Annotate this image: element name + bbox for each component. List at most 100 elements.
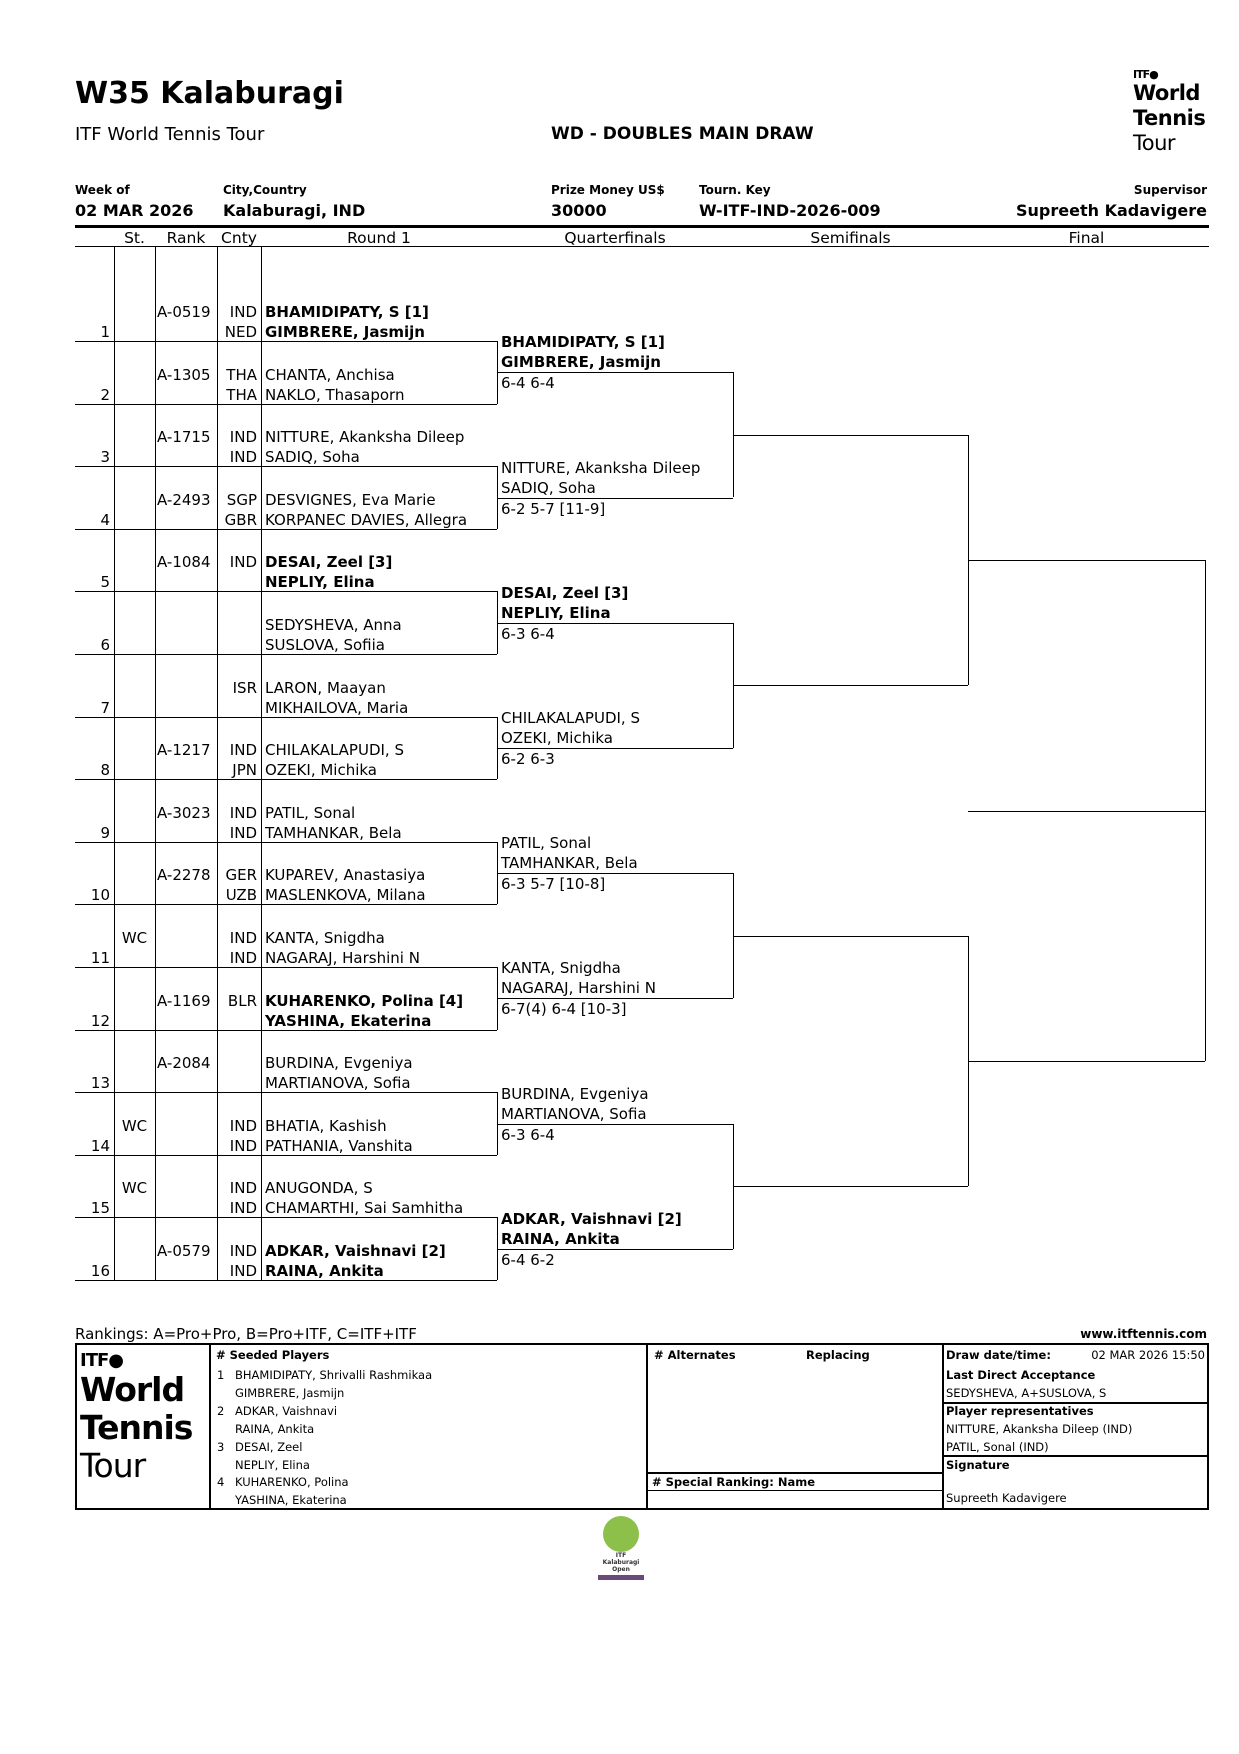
sponsor-logo-bar: [598, 1575, 644, 1580]
seeded-player: GIMBRERE, Jasmijn: [235, 1385, 345, 1400]
entry-country-1: [217, 615, 257, 635]
entry-line: [75, 591, 497, 593]
entry-rank: A-1217: [157, 741, 211, 760]
lda-value: SEDYSHEVA, A+SUSLOVA, S: [946, 1386, 1107, 1400]
col-semifinals: Semifinals: [810, 229, 891, 247]
entry-rank: A-3023: [157, 803, 211, 822]
rep-item: PATIL, Sonal (IND): [946, 1440, 1049, 1454]
entry-line: [75, 716, 497, 718]
sf-line: [733, 1186, 968, 1188]
seeded-player: NEPLIY, Elina: [235, 1457, 310, 1472]
col-st: St.: [124, 229, 145, 247]
entry-status: [114, 803, 155, 823]
footer-logo-world: World: [80, 1370, 185, 1409]
reps-label: Player representatives: [946, 1404, 1094, 1418]
entry-player-1: BURDINA, Evgeniya: [265, 1054, 413, 1073]
entry-country-1: IND: [229, 803, 257, 822]
entry-country-1: IND: [229, 428, 257, 447]
sf-line: [733, 935, 968, 937]
draw-date-label: Draw date/time:: [946, 1348, 1051, 1362]
alternates-header: # Alternates: [654, 1348, 736, 1362]
entry-status: WC: [121, 1116, 148, 1135]
entry-country-1: IND: [229, 1116, 257, 1135]
tourn-key-label: Tourn. Key: [699, 183, 771, 197]
seeded-player: RAINA, Ankita: [235, 1421, 315, 1436]
qf-player-1: NITTURE, Akanksha Dileep: [501, 458, 701, 477]
entry-player-2: NAGARAJ, Harshini N: [265, 949, 420, 967]
entry-country-2: [217, 698, 257, 718]
entry-country-2: IND: [229, 1199, 257, 1218]
entry-country-2: NED: [224, 323, 257, 341]
qf-player-1: ADKAR, Vaishnavi [2]: [501, 1209, 682, 1228]
qf-line: [497, 873, 733, 875]
sf-line: [733, 685, 968, 687]
entry-country-1: ISR: [232, 678, 257, 697]
entry-country-2: [217, 1011, 257, 1031]
entry-country-1: IND: [229, 1179, 257, 1198]
qf-line: [497, 622, 733, 624]
seeded-player: YASHINA, Ekaterina: [235, 1493, 347, 1508]
footer-divider: [209, 1343, 211, 1508]
column-divider: [155, 247, 156, 1280]
bracket-connector: [968, 434, 969, 686]
entry-line: [75, 841, 497, 843]
website-link[interactable]: www.itftennis.com: [1080, 1327, 1207, 1341]
draw-position: 6: [100, 636, 110, 654]
entry-country-1: BLR: [227, 991, 257, 1010]
city-value: Kalaburagi, IND: [223, 201, 366, 220]
entry-player-2: MIKHAILOVA, Maria: [265, 698, 409, 717]
seeded-player: BHAMIDIPATY, Shrivalli Rashmikaa: [235, 1368, 433, 1382]
entry-line: [75, 1217, 497, 1219]
entry-line: [75, 779, 497, 781]
entry-country-1: IND: [229, 303, 257, 321]
qf-player-1: BURDINA, Evgeniya: [501, 1084, 649, 1103]
entry-player-2: GIMBRERE, Jasmijn: [265, 323, 425, 341]
sponsor-logo: ITF Kalaburagi Open: [598, 1516, 644, 1586]
draw-position: 14: [90, 1136, 110, 1155]
entry-line: [75, 1029, 497, 1031]
col-cnty: Cnty: [221, 229, 257, 247]
tour-subtitle: ITF World Tennis Tour: [75, 124, 265, 145]
entry-status: [114, 740, 155, 760]
entry-line: [75, 1154, 497, 1156]
entry-rank: A-2278: [157, 866, 211, 885]
entry-country-1: IND: [229, 553, 257, 572]
entry-player-2: MARTIANOVA, Sofia: [265, 1074, 411, 1093]
entry-player-2: OZEKI, Michika: [265, 761, 378, 780]
qf-line: [497, 1123, 733, 1125]
rankings-note: Rankings: A=Pro+Pro, B=Pro+ITF, C=ITF+IT…: [75, 1325, 417, 1343]
qf-player-2: RAINA, Ankita: [501, 1229, 620, 1248]
entry-line: [75, 1280, 497, 1281]
entry-player-2: SUSLOVA, Sofiia: [265, 636, 385, 654]
entry-line: [75, 904, 497, 906]
logo-tennis: Tennis: [1133, 106, 1206, 130]
entry-player-2: CHAMARTHI, Sai Samhitha: [265, 1199, 464, 1218]
entry-player-1: DESVIGNES, Eva Marie: [265, 490, 436, 509]
footer-logo-itf: ITF●: [80, 1350, 124, 1371]
draw-position: 9: [100, 823, 110, 842]
tourn-key-value: W-ITF-IND-2026-009: [699, 201, 881, 220]
qf-player-1: DESAI, Zeel [3]: [501, 583, 629, 602]
entry-rank: A-1084: [157, 553, 211, 572]
entry-player-1: BHAMIDIPATY, S [1]: [265, 303, 429, 321]
entry-line: [75, 528, 497, 530]
special-ranking-header: # Special Ranking: Name: [652, 1475, 815, 1489]
bracket-connector: [497, 466, 498, 529]
qf-score: 6-4 6-2: [501, 1250, 555, 1269]
column-divider: [217, 247, 218, 1280]
entry-status: [114, 991, 155, 1011]
entry-country-2: IND: [229, 1262, 257, 1280]
entry-player-1: KANTA, Snigdha: [265, 929, 385, 947]
seeded-player: DESAI, Zeel: [235, 1439, 303, 1454]
entry-country-2: GBR: [224, 510, 257, 529]
footer-divider: [646, 1343, 648, 1508]
draw-position: 7: [100, 698, 110, 717]
special-ranking-divider: [646, 1472, 942, 1474]
column-header-divider: [75, 246, 1209, 247]
entry-player-2: YASHINA, Ekaterina: [265, 1011, 432, 1030]
entry-player-1: NITTURE, Akanksha Dileep: [265, 428, 465, 447]
lda-label: Last Direct Acceptance: [946, 1368, 1096, 1382]
entry-rank: A-1715: [157, 428, 211, 447]
entry-status: [114, 1053, 155, 1073]
entry-player-1: BHATIA, Kashish: [265, 1116, 387, 1135]
